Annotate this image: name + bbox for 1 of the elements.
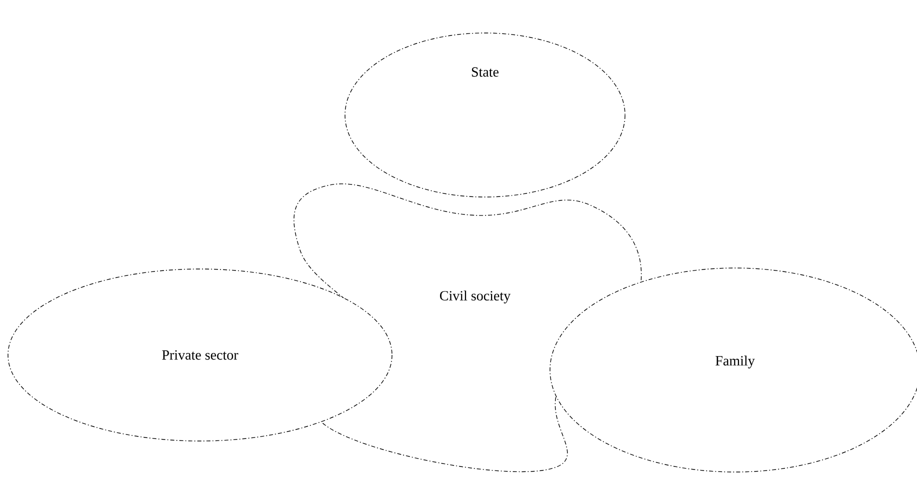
node-label: Family bbox=[716, 356, 755, 368]
